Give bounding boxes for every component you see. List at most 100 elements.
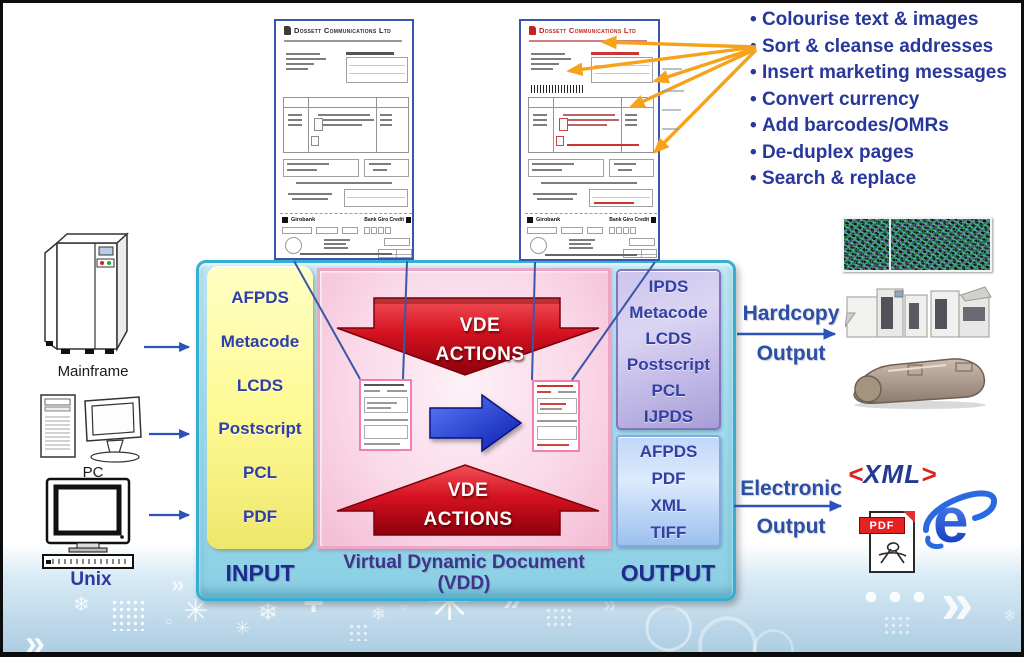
vdd-document-thumbnail-original <box>359 379 412 451</box>
output-format: PCL <box>651 381 686 400</box>
hardcopy-formats-box: IPDS Metacode LCDS Postscript PCL IJPDS <box>616 269 721 430</box>
electronic-output-label2: Output <box>756 515 826 538</box>
xml-tag: <XML> <box>848 459 937 489</box>
dot-grid-decoration <box>111 599 147 631</box>
output-format: TIFF <box>650 523 687 542</box>
vde-arrow-up <box>336 464 600 536</box>
output-format: IJPDS <box>643 407 694 426</box>
input-formats-box: AFPDS Metacode LCDS Postscript PCL PDF <box>207 266 313 549</box>
snowflake-icon <box>1003 609 1016 625</box>
dot-grid-decoration <box>348 623 370 641</box>
invoice-document-original: Dossett Communications Ltd <box>274 19 414 260</box>
snowflake-star-icon <box>183 597 208 627</box>
chevron-decoration-icon <box>171 573 184 597</box>
due-date-box <box>364 159 409 177</box>
output-format: IPDS <box>648 277 689 296</box>
mainframe-label: Mainframe <box>57 363 129 380</box>
due-date-box <box>609 159 654 177</box>
electronic-formats-box: AFPDS PDF XML TIFF <box>616 435 721 547</box>
input-format: PCL <box>243 463 277 483</box>
pdf-badge-label: PDF <box>869 519 895 532</box>
ring-decoration <box>643 601 694 647</box>
vde-actions-label-top: VDE ACTIONS <box>435 315 525 365</box>
totals-box <box>589 189 653 207</box>
charges-table <box>283 97 409 153</box>
bullet-item: De-duplex pages <box>750 140 1007 167</box>
inserter-machine-image <box>853 358 986 409</box>
chevron-decoration-icon <box>941 575 973 633</box>
bullet-item: Colourise text & images <box>750 7 1007 34</box>
totals-box <box>344 189 408 207</box>
transform-arrow <box>429 393 523 453</box>
print-sample-image <box>842 217 992 272</box>
bullet-item: Add barcodes/OMRs <box>750 113 1007 140</box>
giro-slip: Girobank Bank Giro Credit <box>280 217 412 259</box>
giro-slip-title: Bank Giro Credit <box>609 217 649 223</box>
pc-label: PC <box>82 464 104 481</box>
pc-icon <box>40 394 142 463</box>
account-summary-box <box>591 57 653 83</box>
ring-decoration <box>751 627 796 652</box>
hardcopy-output-label2: Output <box>756 342 826 365</box>
input-format: PDF <box>243 507 277 527</box>
dot-row-decoration <box>859 585 933 607</box>
input-flow-arrows <box>144 342 191 520</box>
company-name: Dossett Communications Ltd <box>294 26 392 35</box>
doc-edge-ticks <box>662 68 684 130</box>
snowflake-icon <box>371 605 386 623</box>
output-format: XML <box>650 496 687 515</box>
giro-slip: Girobank Bank Giro Credit <box>525 217 657 259</box>
input-zone-label: INPUT <box>225 560 295 586</box>
production-printers-image <box>845 286 992 338</box>
company-name: Dossett Communications Ltd <box>539 26 637 35</box>
annotation-bullet-list: Colourise text & images Sort & cleanse a… <box>750 7 1007 193</box>
service-address-box <box>283 159 359 177</box>
output-format: Metacode <box>629 303 708 322</box>
input-format: Postscript <box>218 419 302 439</box>
input-format: LCDS <box>236 375 284 395</box>
vdd-title: Virtual Dynamic Document (VDD) <box>343 552 585 594</box>
input-format: Metacode <box>220 331 300 351</box>
account-summary-box <box>346 57 408 83</box>
giro-bank-name: Girobank <box>536 217 561 223</box>
snowflake-icon <box>258 601 278 625</box>
bullet-item: Insert marketing messages <box>750 60 1007 87</box>
circle-decoration <box>401 601 408 613</box>
snowflake-star-icon <box>235 619 250 637</box>
dot-grid-decoration <box>545 607 573 629</box>
output-format: Postscript <box>626 355 711 374</box>
snowflake-icon <box>73 595 90 615</box>
chevron-decoration-icon <box>25 625 45 652</box>
input-format: AFPDS <box>231 287 289 307</box>
electronic-output-label: Electronic <box>740 477 842 500</box>
output-zone-label: OUTPUT <box>620 560 716 586</box>
address-barcode <box>531 85 585 93</box>
invoice-document-colourised: Dossett Communications Ltd <box>519 19 660 261</box>
ring-decoration <box>695 613 760 652</box>
unix-terminal-icon <box>42 477 134 569</box>
giro-slip-title: Bank Giro Credit <box>364 217 404 223</box>
inserted-message-line <box>567 144 639 146</box>
bullet-item: Search & replace <box>750 166 1007 193</box>
header-smallprint <box>284 40 402 42</box>
dot-grid-decoration <box>883 615 911 637</box>
internet-explorer-icon: e <box>923 484 997 556</box>
bullet-item: Sort & cleanse addresses <box>750 34 1007 61</box>
header-smallprint <box>529 40 647 42</box>
pdf-icon: PDF <box>859 503 923 575</box>
vdd-document-thumbnail-colourised <box>532 380 580 452</box>
vde-actions-label-bottom: VDE ACTIONS <box>423 480 513 530</box>
charges-table <box>528 97 654 153</box>
output-format: PDF <box>651 469 686 488</box>
service-address-box <box>528 159 604 177</box>
mainframe-icon <box>44 232 129 354</box>
company-logo-icon <box>529 26 536 35</box>
giro-bank-name: Girobank <box>291 217 316 223</box>
output-format: LCDS <box>645 329 692 348</box>
bullet-item: Convert currency <box>750 87 1007 114</box>
circle-decoration <box>165 615 172 627</box>
output-format: AFPDS <box>639 442 698 461</box>
vdd-core-box: VDE ACTIONS VDE ACTIONS <box>317 268 611 549</box>
company-logo-icon <box>284 26 291 35</box>
